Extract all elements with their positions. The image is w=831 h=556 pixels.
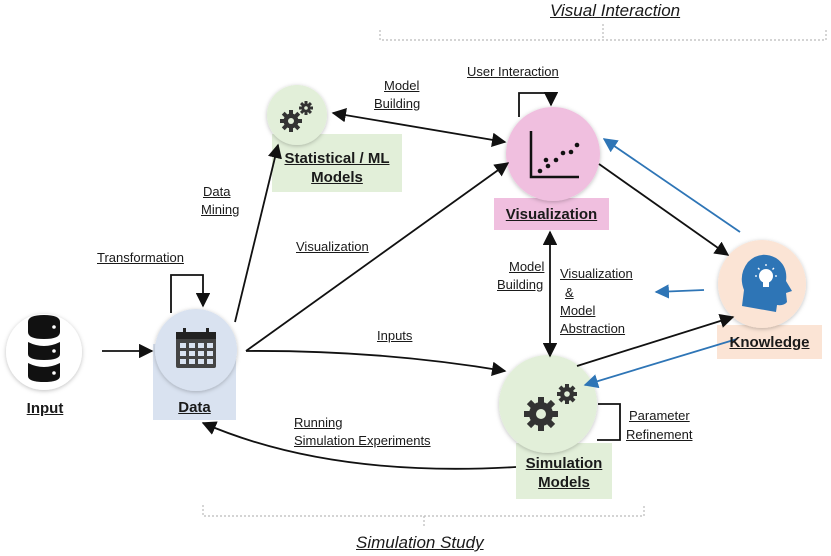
visualization-label: Visualization <box>505 205 598 223</box>
parameter-label-line2: Refinement <box>626 427 693 442</box>
statistical-models-label: Statistical / ML Models <box>284 150 390 186</box>
parameter-label-line1: Parameter <box>629 408 690 423</box>
data-to-stat-arrow <box>234 143 282 323</box>
data-label: Data <box>178 398 211 416</box>
gears-icon <box>280 101 313 132</box>
user-interaction-loop-arrow <box>518 92 559 117</box>
bottom-section-brace <box>202 505 645 528</box>
sim-to-data-arrow <box>201 421 517 470</box>
model-building-top-line2: Building <box>374 96 421 111</box>
stat-vis-arrow <box>331 108 507 147</box>
head-lightbulb-icon <box>741 254 792 312</box>
abstraction-label-line2: & <box>565 285 574 300</box>
vis-circle <box>506 107 600 201</box>
knowledge-to-abstraction-arrow <box>654 284 705 299</box>
model-building-mid-line1: Model <box>509 259 545 274</box>
transformation-label: Transformation <box>97 250 184 265</box>
data-mining-label-line1: Data <box>203 184 231 199</box>
visualization-box <box>494 198 609 230</box>
database-icon <box>28 315 60 382</box>
running-label-line1: Running <box>294 415 343 430</box>
data-to-sim-arrow <box>245 350 507 376</box>
model-building-mid-line2: Building <box>497 277 544 292</box>
model-building-top-line1: Model <box>384 78 420 93</box>
knowledge-label: Knowledge <box>729 333 810 351</box>
simulation-models-label: Simulation Models <box>525 455 603 491</box>
visualization-edge-label: Visualization <box>296 239 369 254</box>
knowledge-to-vis-arrow <box>602 138 741 233</box>
data-mining-label-line2: Mining <box>201 202 240 217</box>
top-section-brace <box>379 24 827 41</box>
calendar-icon <box>176 328 216 368</box>
knowledge-to-sim-arrow <box>583 338 738 389</box>
abstraction-label-line1: Visualization <box>560 266 633 281</box>
vis-to-knowledge-arrow <box>598 163 730 256</box>
visual-interaction-title: Visual Interaction <box>550 1 681 20</box>
abstraction-label-line4: Abstraction <box>560 321 626 336</box>
inputs-label: Inputs <box>377 328 413 343</box>
scatter-plot-icon <box>529 131 580 179</box>
simulation-study-title: Simulation Study <box>356 533 484 552</box>
transformation-loop-arrow <box>170 274 211 313</box>
simulation-models-box <box>516 443 612 499</box>
abstraction-label-line3: Model <box>560 303 596 318</box>
sim-to-knowledge-arrow <box>576 314 735 367</box>
parameter-loop-arrow <box>597 403 621 441</box>
knowledge-box <box>717 325 822 359</box>
simulation-gears-icon <box>524 384 577 431</box>
user-interaction-label: User Interaction <box>467 64 559 79</box>
input-label: Input <box>26 399 64 417</box>
running-label-line2: Simulation Experiments <box>294 433 431 448</box>
data-to-vis-arrow <box>245 162 510 352</box>
